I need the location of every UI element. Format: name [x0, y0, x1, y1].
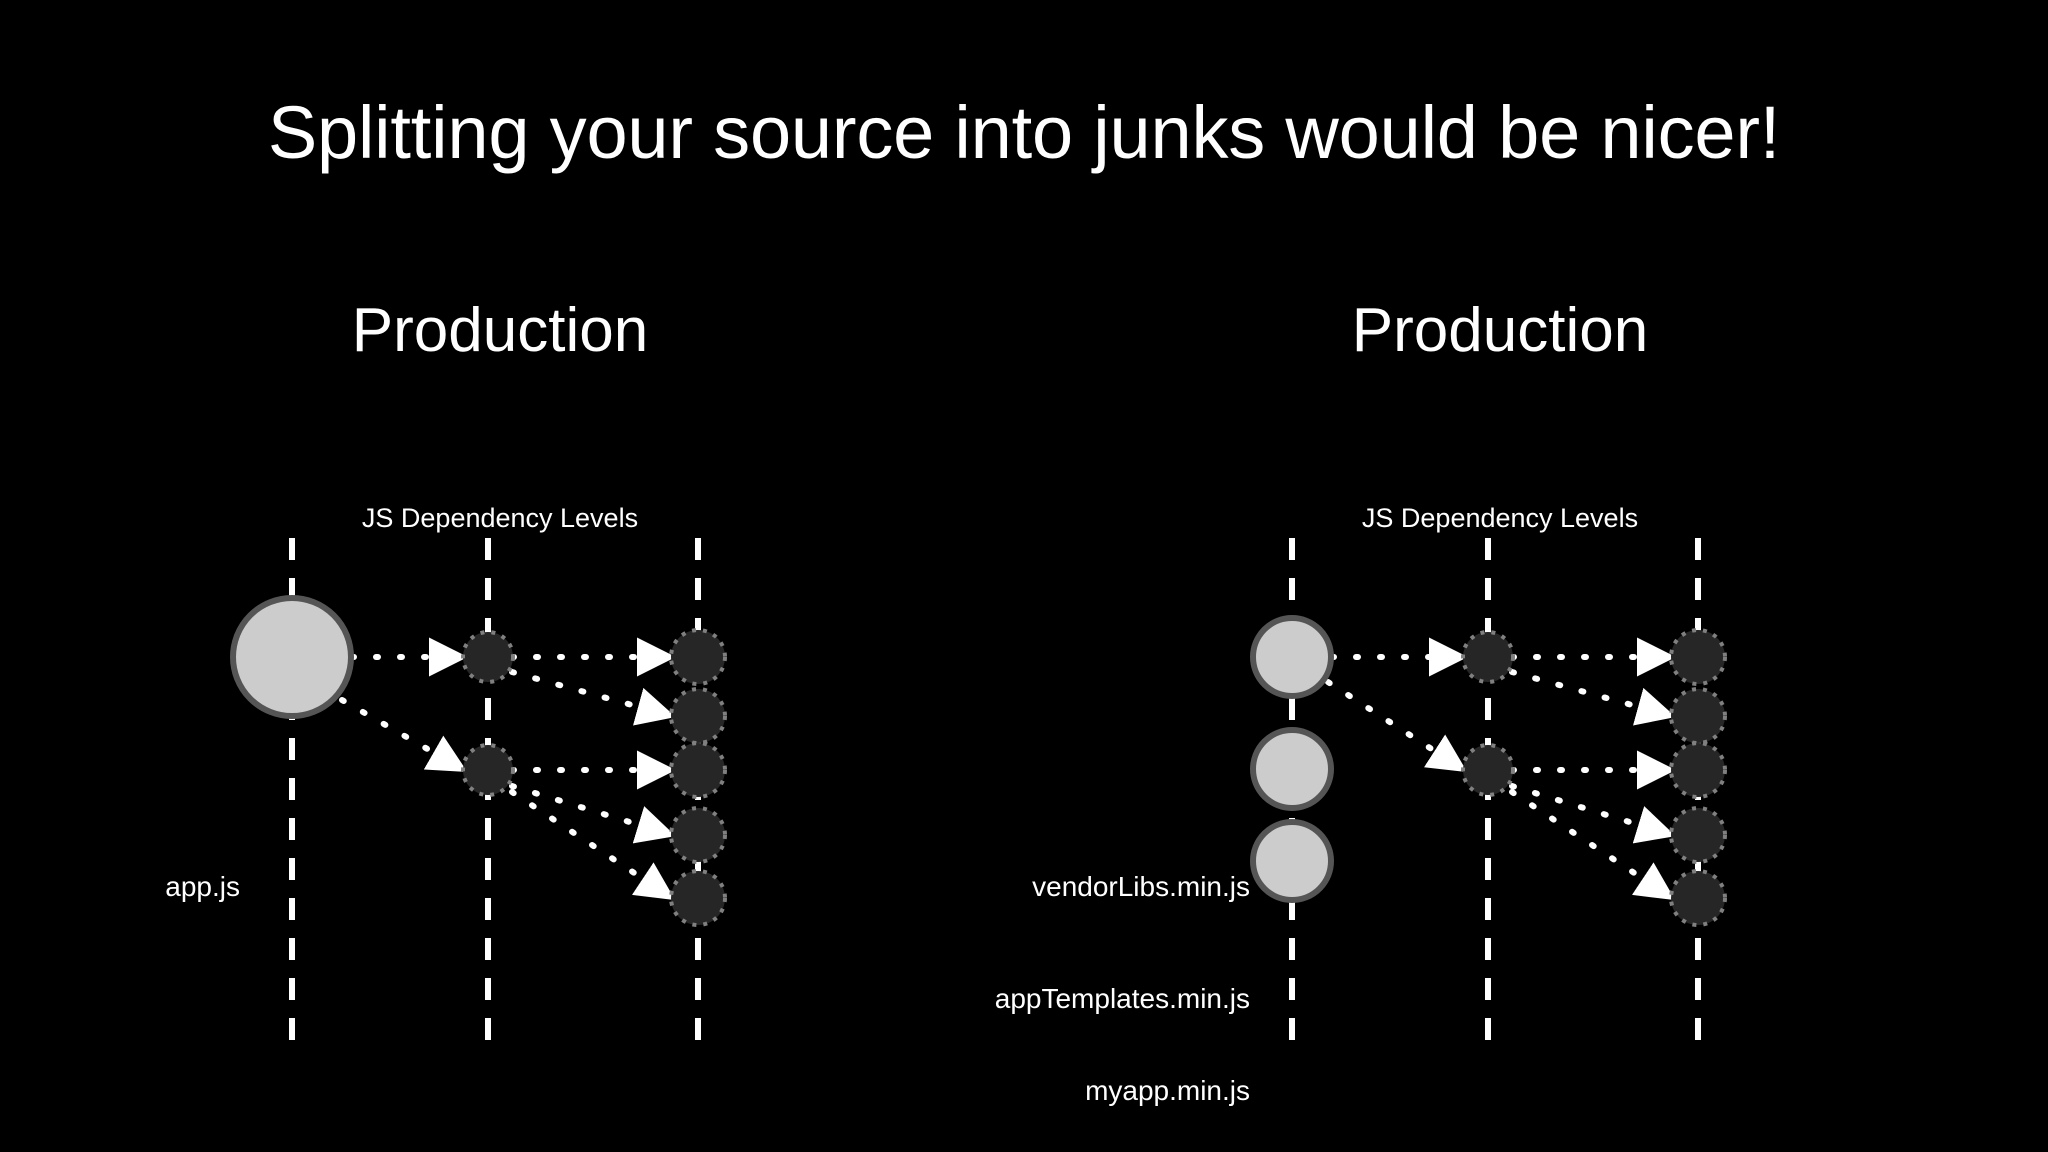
level2-nodes-right	[1461, 630, 1515, 797]
source-label-apptemplates: appTemplates.min.js	[994, 983, 1250, 1014]
panel-production-right: Production JS Dependency Levels	[995, 296, 1940, 1105]
level3-nodes-left	[669, 628, 727, 927]
level2-nodes-left	[461, 630, 515, 797]
panel-right-heading: Production	[1351, 296, 1649, 365]
panel-left-subtitle: JS Dependency Levels	[361, 503, 639, 533]
panel-right-subtitle: JS Dependency Levels	[1361, 503, 1639, 533]
slide-title: Splitting your source into junks would b…	[267, 91, 1781, 174]
source-nodes-right	[1250, 615, 1334, 903]
panel-production-left: Production JS Dependency Levels	[60, 300, 940, 1100]
source-label-myapp: myapp.min.js	[1085, 1075, 1250, 1106]
source-label-vendorlibs: vendorLibs.min.js	[1032, 871, 1250, 902]
dependency-graph-right: vendorLibs.min.js appTemplates.min.js my…	[995, 530, 1940, 1105]
dependency-graph-left: app.js	[60, 530, 940, 1100]
panel-left-heading: Production	[351, 296, 649, 365]
source-label-app-js: app.js	[165, 871, 240, 902]
edges-left	[339, 637, 676, 901]
source-nodes-left	[230, 595, 354, 719]
level3-nodes-right	[1669, 628, 1727, 927]
edges-right	[1325, 637, 1676, 901]
